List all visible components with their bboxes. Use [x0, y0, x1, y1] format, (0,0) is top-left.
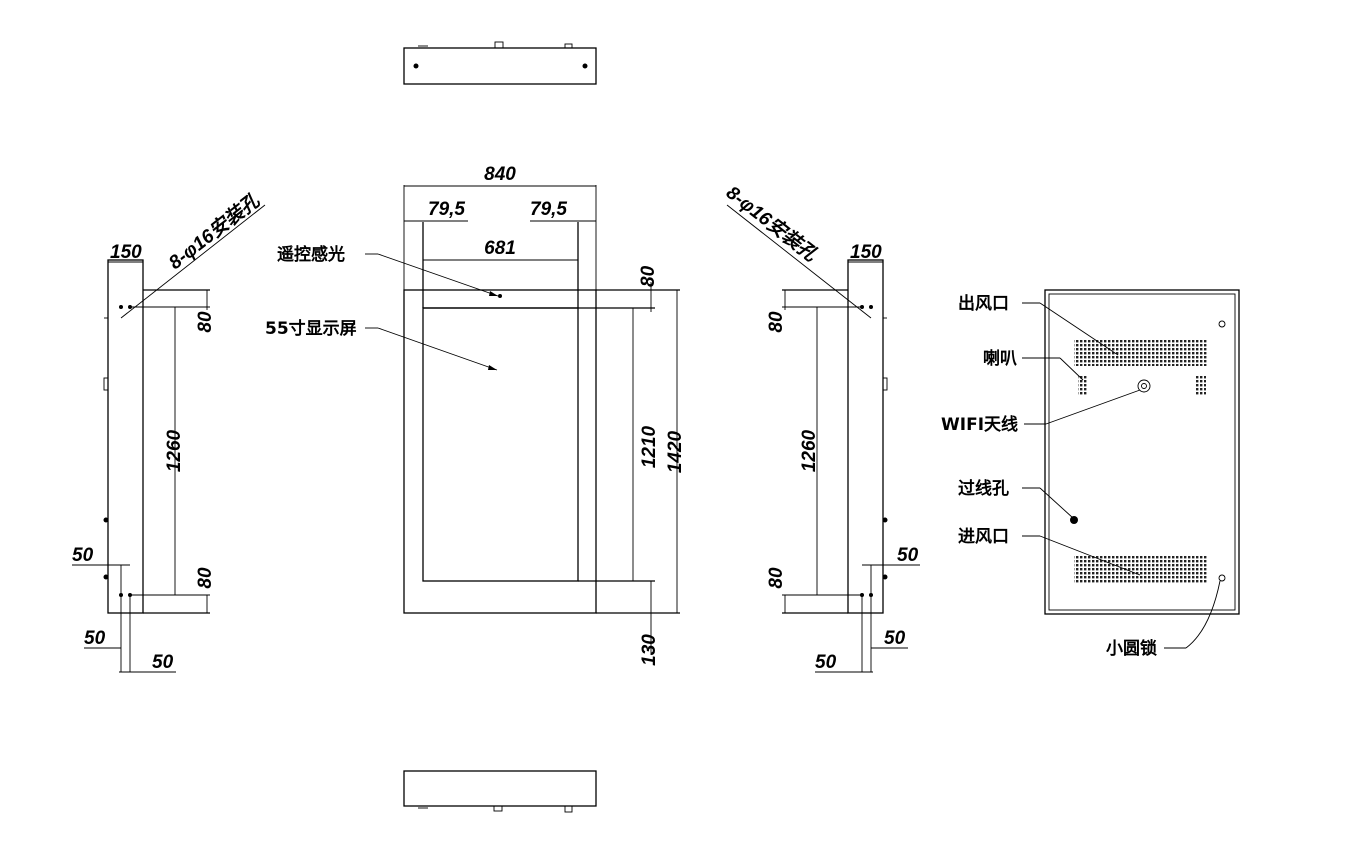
right-hole-spacing-label: 1260: [799, 429, 820, 472]
rear-view: 出风口 喇叭 WIFI天线 过线孔 进风口 小圆锁: [941, 289, 1240, 659]
left-edge-offset-1: 50: [72, 545, 94, 566]
side-margin-left-label: 79,5: [428, 199, 465, 220]
bottom-margin-label: 130: [639, 634, 660, 666]
top-view: [403, 41, 597, 85]
left-hole-spacing-label: 1260: [164, 429, 185, 472]
right-mount-holes-label: 8-φ16安装孔: [722, 182, 822, 267]
air-outlet-grille: [1074, 339, 1207, 366]
speaker-label: 喇叭: [983, 348, 1017, 369]
left-side-view: 150 80 1260 80 50 50 50 8-φ16安装孔: [72, 189, 266, 673]
left-edge-offset-2: 50: [84, 628, 106, 649]
bottom-view: [403, 770, 597, 813]
overall-height-label: 1420: [665, 430, 686, 473]
display-label: 55寸显示屏: [265, 318, 357, 339]
left-depth-label: 150: [110, 242, 142, 263]
air-inlet-grille: [1074, 556, 1207, 584]
right-bottom-offset-label: 80: [766, 567, 787, 589]
speaker-right: [1196, 375, 1206, 395]
screen-width-label: 681: [484, 238, 516, 259]
right-edge-offset-1: 50: [897, 545, 919, 566]
right-depth-label: 150: [850, 242, 882, 263]
left-bottom-offset-label: 80: [195, 567, 216, 589]
ir-sensor-label: 遥控感光: [277, 244, 345, 265]
right-top-offset-label: 80: [766, 311, 787, 333]
air-inlet-label: 进风口: [958, 527, 1009, 547]
small-lock-label: 小圆锁: [1106, 638, 1157, 659]
overall-width-label: 840: [484, 164, 516, 185]
right-side-view: 150 80 1260 80 50 50 50 8-φ16安装孔: [722, 182, 920, 673]
air-outlet-label: 出风口: [958, 293, 1009, 314]
wifi-antenna-label: WIFI天线: [941, 414, 1018, 435]
front-view: 840 79,5 79,5 681 80 1210 1420 130 遥控感光 …: [265, 164, 686, 666]
side-margin-right-label: 79,5: [530, 199, 567, 220]
right-edge-offset-3: 50: [815, 652, 837, 673]
screen-height-label: 1210: [639, 425, 660, 468]
speaker-left: [1078, 375, 1088, 395]
cable-hole-label: 过线孔: [958, 478, 1009, 499]
left-edge-offset-3: 50: [152, 652, 174, 673]
left-top-offset-label: 80: [195, 311, 216, 333]
right-edge-offset-2: 50: [884, 628, 906, 649]
left-mount-holes-label: 8-φ16安装孔: [165, 189, 265, 274]
top-margin-label: 80: [638, 265, 659, 287]
